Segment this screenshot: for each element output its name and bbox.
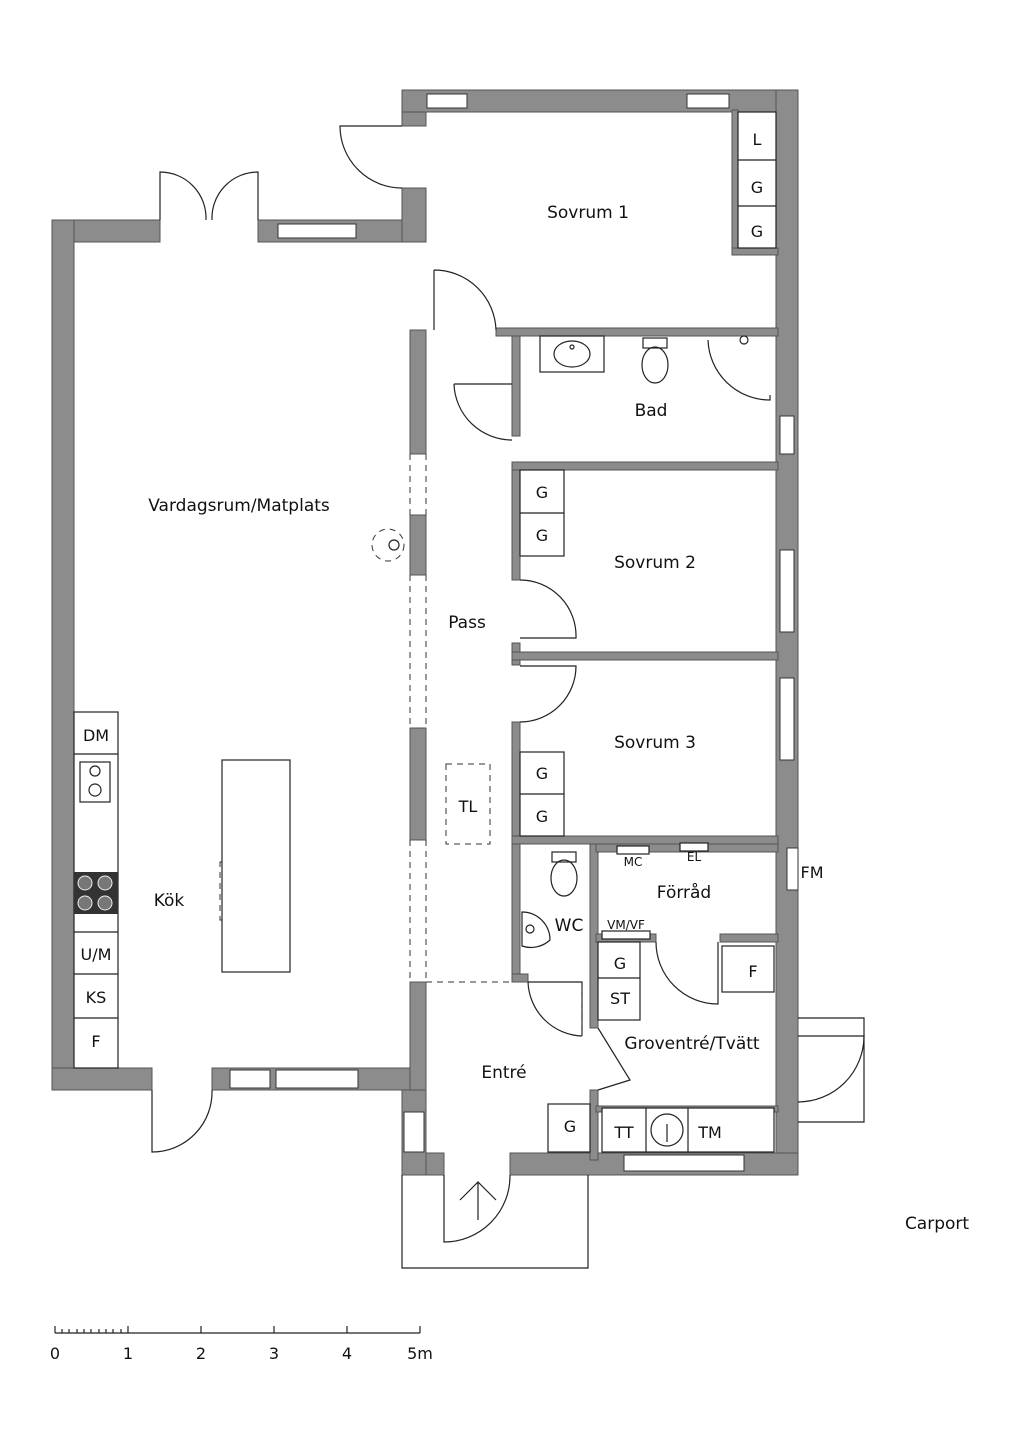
fixture-label-ks: KS xyxy=(86,988,107,1007)
room-labels: Sovrum 1 Bad Vardagsrum/Matplats Sovrum … xyxy=(148,203,969,1234)
scale-tick-label: 0 xyxy=(50,1344,60,1363)
room-label-groventre: Groventré/Tvätt xyxy=(624,1034,759,1054)
fixture-label-tt: TT xyxy=(613,1123,633,1142)
fixture-label-f: F xyxy=(748,962,757,981)
fixture-label-el: EL xyxy=(687,850,702,864)
fixture-label-st: ST xyxy=(610,989,630,1008)
fixture-label-vmvf: VM/VF xyxy=(607,918,645,932)
fixture-label-tm: TM xyxy=(697,1123,722,1142)
room-label-kok: Kök xyxy=(154,891,185,911)
fixture-label-fm: FM xyxy=(800,863,823,882)
exterior-walls xyxy=(51,89,799,1176)
fixture-label-g: G xyxy=(564,1117,576,1136)
room-label-sovrum-2: Sovrum 2 xyxy=(614,553,696,573)
room-label-sovrum-1: Sovrum 1 xyxy=(547,203,629,223)
room-label-vardagsrum: Vardagsrum/Matplats xyxy=(148,496,330,516)
fixture-label-dm: DM xyxy=(83,726,109,745)
fixture-label-mc: MC xyxy=(624,855,643,869)
fixture-labels: L G G G G G G G G DM U/M KS F F TL MC EL… xyxy=(81,130,824,1142)
room-label-wc: WC xyxy=(555,916,584,936)
fixture-label-um: U/M xyxy=(81,945,112,964)
fixture-label-g: G xyxy=(536,764,548,783)
kitchen-counter xyxy=(73,711,291,1069)
wardrobes xyxy=(519,111,777,1153)
scale-tick-label: 3 xyxy=(269,1344,279,1363)
porches xyxy=(401,1017,865,1269)
fixture-label-g: G xyxy=(536,807,548,826)
fixture-label-g: G xyxy=(536,526,548,545)
fixture-label-l: L xyxy=(753,130,762,149)
fixture-label-tl: TL xyxy=(458,797,478,816)
sanitary xyxy=(521,335,771,1147)
scale-tick-label: 2 xyxy=(196,1344,206,1363)
scale-tick-label: 4 xyxy=(342,1344,352,1363)
room-label-entre: Entré xyxy=(481,1063,526,1083)
room-label-forrad: Förråd xyxy=(657,882,711,903)
scale-tick-label: 5m xyxy=(407,1344,433,1363)
room-label-carport: Carport xyxy=(905,1214,969,1234)
fixture-label-g: G xyxy=(536,483,548,502)
fixture-label-g: G xyxy=(614,954,626,973)
fixture-label-g: G xyxy=(751,222,763,241)
scale-bar: 0 1 2 3 4 5m xyxy=(50,1326,433,1363)
room-label-pass: Pass xyxy=(448,613,486,633)
fixture-label-g: G xyxy=(751,178,763,197)
fixture-label-f: F xyxy=(91,1032,100,1051)
room-label-bad: Bad xyxy=(635,401,668,421)
room-label-sovrum-3: Sovrum 3 xyxy=(614,733,696,753)
doors xyxy=(151,125,865,1243)
windows xyxy=(229,93,799,1172)
scale-tick-label: 1 xyxy=(123,1344,133,1363)
dashed-lines xyxy=(95,454,583,1036)
